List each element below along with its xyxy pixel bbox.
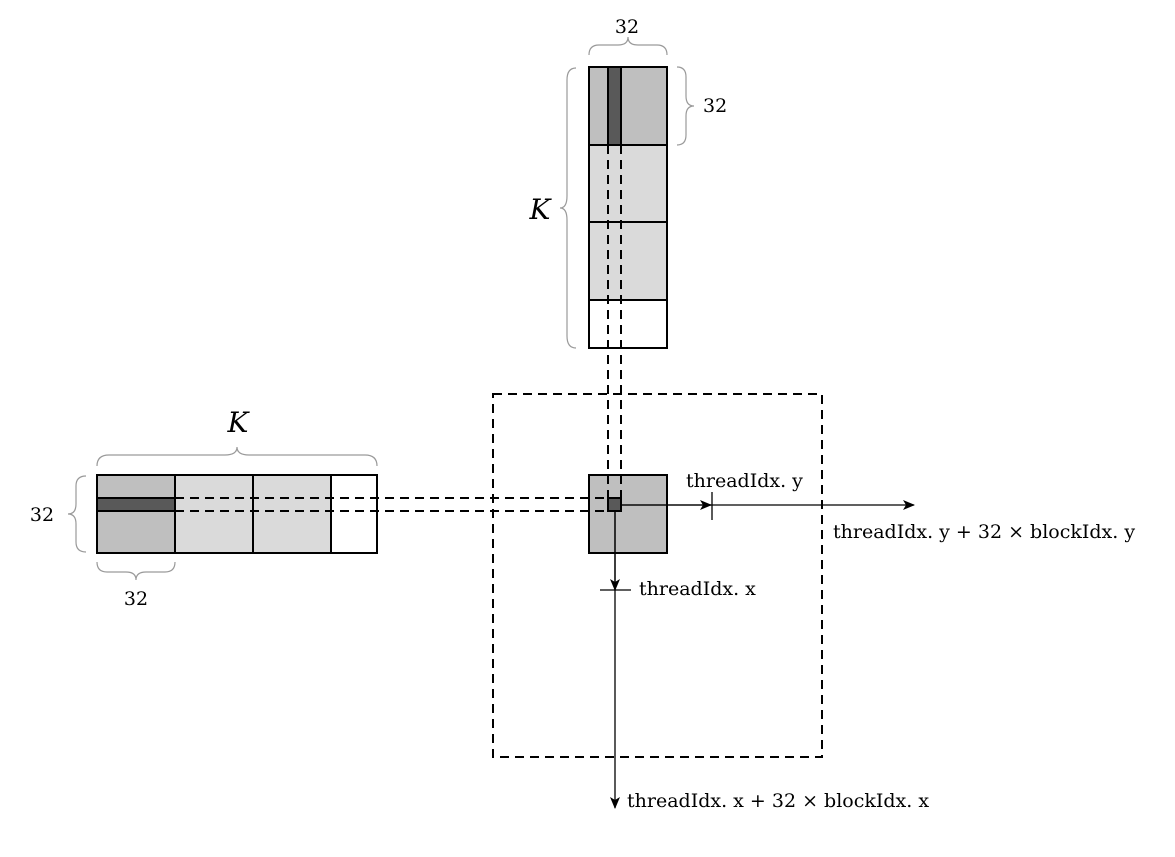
matrix-a-k-brace bbox=[96, 446, 378, 467]
matrix-b-width-label: 32 bbox=[615, 16, 639, 38]
matrix-a-tile-3 bbox=[252, 474, 332, 554]
matrix-a-width-brace bbox=[96, 561, 176, 581]
matrix-a-height-brace bbox=[67, 475, 87, 553]
output-tile bbox=[588, 474, 668, 554]
matrix-a bbox=[96, 474, 378, 554]
thread-y-label: threadIdx. y bbox=[686, 470, 803, 492]
matrix-a-height-label: 32 bbox=[30, 504, 54, 526]
matrix-b bbox=[588, 66, 668, 349]
matrix-a-k-label: K bbox=[227, 406, 251, 439]
output-element bbox=[607, 497, 622, 512]
matrix-b-tile-3 bbox=[588, 221, 668, 301]
matrix-a-width-label: 32 bbox=[124, 588, 148, 610]
matrix-b-height-label: 32 bbox=[703, 95, 727, 117]
matrix-b-k-brace bbox=[559, 67, 577, 349]
matrix-a-row-strip bbox=[96, 497, 176, 512]
matrix-b-tile-2 bbox=[588, 144, 668, 223]
matrix-a-tile-4 bbox=[330, 474, 378, 554]
matrix-b-k-label: K bbox=[529, 193, 553, 226]
matrix-a-tile-2 bbox=[174, 474, 254, 554]
matrix-a-tile-1 bbox=[96, 474, 176, 554]
matrix-b-height-brace bbox=[676, 66, 695, 146]
output-block-boundary bbox=[492, 393, 823, 758]
matrix-b-tile-1 bbox=[588, 66, 668, 146]
matrix-b-column-strip bbox=[607, 66, 622, 146]
thread-x-label: threadIdx. x bbox=[639, 578, 756, 600]
thread-x-global-label: threadIdx. x + 32 × blockIdx. x bbox=[627, 790, 929, 812]
thread-y-global-label: threadIdx. y + 32 × blockIdx. y bbox=[833, 521, 1135, 543]
matrix-b-tile-4 bbox=[588, 299, 668, 349]
matrix-b-width-brace bbox=[588, 36, 668, 56]
